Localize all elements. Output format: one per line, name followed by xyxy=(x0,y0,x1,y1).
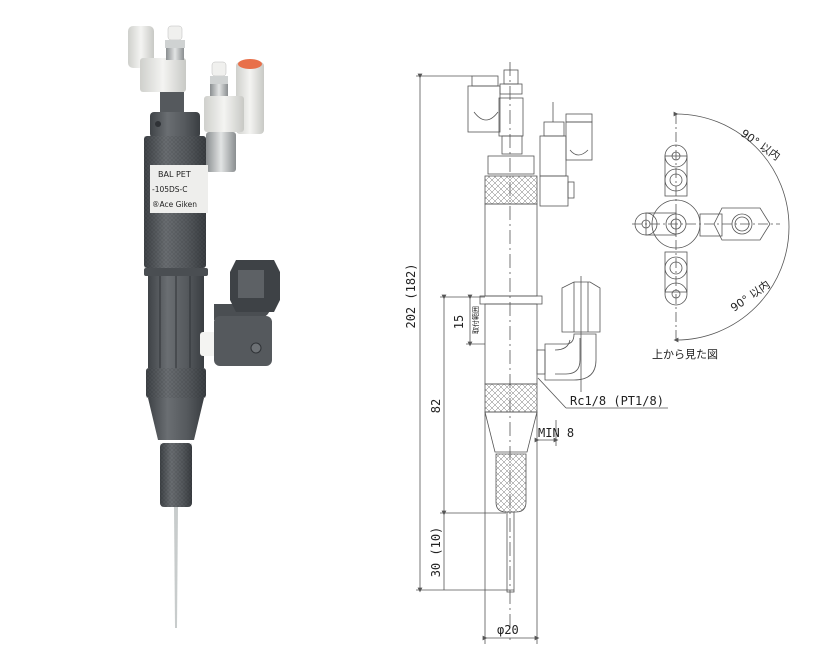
label-line-3: ®Ace Giken xyxy=(152,200,197,209)
nozzle-holder xyxy=(160,443,192,507)
port-thread-label: Rc1/8 (PT1/8) xyxy=(570,394,664,408)
technical-drawing: 202 (182) 15 取付範囲 82 30 (10) MIN 8 φ20 R… xyxy=(390,0,814,659)
middle-sleeve xyxy=(144,268,208,368)
left-push-fitting xyxy=(128,25,186,114)
right-push-fitting xyxy=(204,59,264,172)
dimension-drawing: 202 (182) 15 取付範囲 82 30 (10) MIN 8 φ20 R… xyxy=(404,62,790,644)
side-elbow-fitting xyxy=(200,260,280,366)
label-line-2: -105DS-C xyxy=(152,185,188,194)
top-view-caption: 上から見た図 xyxy=(652,348,718,361)
tip-length-dim: 30 (10) xyxy=(429,527,443,578)
upper-body: BAL PET -105DS-C ®Ace Giken xyxy=(144,112,208,268)
label-line-1: BAL PET xyxy=(158,170,191,179)
mount-range-note: 取付範囲 xyxy=(471,306,480,334)
overall-height-dim: 202 (182) xyxy=(404,263,418,328)
min-clearance-dim: MIN 8 xyxy=(538,426,574,440)
lower-length-dim: 82 xyxy=(429,399,443,413)
diameter-dim: φ20 xyxy=(497,623,519,637)
angle-top-label: 90° 以内 xyxy=(738,126,783,163)
dispenser-valve-illustration: BAL PET -105DS-C ®Ace Giken xyxy=(128,25,280,628)
lower-nut xyxy=(146,368,206,440)
needle xyxy=(174,507,178,628)
product-photo: BAL PET -105DS-C ®Ace Giken xyxy=(0,0,400,659)
mount-range-dim: 15 xyxy=(452,315,466,329)
